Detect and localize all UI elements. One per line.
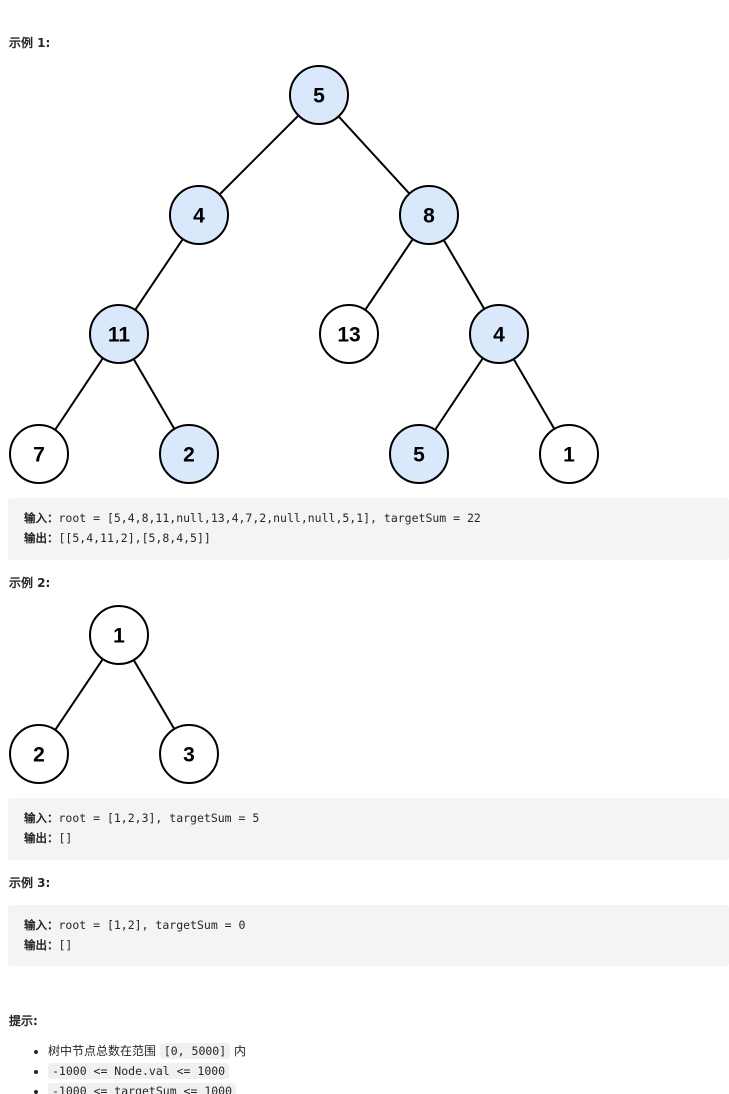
example-2-tree-node-circle (159, 724, 219, 784)
example-1-tree-edge (132, 358, 176, 430)
output-value: [[5,4,11,2],[5,8,4,5]] (58, 531, 211, 545)
example-1-tree-node: 8 (399, 185, 459, 245)
example-1-tree-node-label: 2 (183, 444, 195, 467)
example-2-tree-node-label: 3 (183, 744, 195, 767)
example-2-title: 示例 2: (9, 576, 51, 590)
example-2-tree-node-label: 1 (113, 625, 125, 648)
hint-code: -1000 <= Node.val <= 1000 (48, 1063, 230, 1079)
example-2-tree-node: 3 (159, 724, 219, 784)
example-2-tree-edge (132, 659, 176, 730)
output-label: 输出： (24, 938, 59, 952)
example-1-tree-node-circle (539, 424, 599, 484)
hint-text: 树中节点总数在范围 (48, 1044, 160, 1058)
example-1-tree-node: 11 (89, 304, 149, 364)
example-2-tree-edge (54, 658, 104, 731)
example-1-tree-edge (512, 358, 556, 430)
input-label: 输入： (24, 811, 59, 825)
example-1-tree-node-circle (469, 304, 529, 364)
example-1-tree-node: 5 (389, 424, 449, 484)
example-3-code-block: 输入：root = [1,2], targetSum = 0 输出：[] (8, 905, 729, 966)
example-1-tree-node-label: 4 (493, 324, 505, 347)
example-1-tree-edge (134, 238, 184, 311)
example-1-tree-node-label: 11 (108, 324, 131, 347)
hint-item-node-val: -1000 <= Node.val <= 1000 (48, 1061, 246, 1081)
example-1-tree-node-circle (159, 424, 219, 484)
example-2-tree-node-label: 2 (33, 744, 45, 767)
output-label: 输出： (24, 531, 59, 545)
example-1-output-line: 输出：[[5,4,11,2],[5,8,4,5]] (24, 528, 729, 548)
example-2-tree-node-circle (89, 605, 149, 665)
example-2-output-line: 输出：[] (24, 828, 729, 848)
input-value: root = [5,4,8,11,null,13,4,7,2,null,null… (58, 511, 481, 525)
input-label: 输入： (24, 918, 59, 932)
example-1-tree-node: 13 (319, 304, 379, 364)
example-1-tree-node-label: 4 (193, 205, 205, 228)
example-1-tree-edge (54, 357, 104, 431)
input-label: 输入： (24, 511, 59, 525)
example-3-title: 示例 3: (9, 876, 51, 890)
example-1-tree-node-circle (319, 304, 379, 364)
hint-code: -1000 <= targetSum <= 1000 (48, 1083, 237, 1094)
example-1-tree-node-label: 1 (563, 444, 575, 467)
example-3-output-line: 输出：[] (24, 935, 729, 955)
example-2-tree-node: 1 (89, 605, 149, 665)
example-1-input-line: 输入：root = [5,4,8,11,null,13,4,7,2,null,n… (24, 508, 729, 528)
hint-text: 内 (230, 1044, 246, 1058)
example-1-tree-node-label: 8 (423, 205, 435, 228)
hint-item-target-sum: -1000 <= targetSum <= 1000 (48, 1081, 246, 1094)
example-1-tree-node: 2 (159, 424, 219, 484)
hints-title: 提示: (9, 1014, 38, 1028)
example-2-tree-diagram: 1 2 3 (9, 605, 219, 784)
output-value: [] (58, 938, 73, 952)
example-1-tree-node: 5 (289, 65, 349, 125)
example-1-tree-edge (434, 357, 484, 431)
example-1-tree-node: 7 (9, 424, 69, 484)
example-1-title: 示例 1: (9, 36, 51, 50)
hints-list: 树中节点总数在范围 [0, 5000] 内 -1000 <= Node.val … (30, 1041, 246, 1094)
input-value: root = [1,2], targetSum = 0 (58, 918, 246, 932)
output-label: 输出： (24, 831, 59, 845)
example-1-tree-node-circle (89, 304, 149, 364)
example-1-tree-node-circle (289, 65, 349, 125)
example-1-tree-node: 4 (469, 304, 529, 364)
example-1-tree-node-label: 13 (337, 324, 360, 347)
example-1-tree-edge (442, 239, 486, 310)
example-1-tree-edge (337, 115, 411, 195)
example-2-input-line: 输入：root = [1,2,3], targetSum = 5 (24, 808, 729, 828)
example-1-code-block: 输入：root = [5,4,8,11,null,13,4,7,2,null,n… (8, 498, 729, 560)
example-1-tree-node-circle (169, 185, 229, 245)
hint-code: [0, 5000] (159, 1043, 231, 1059)
example-1-tree-node-label: 5 (313, 85, 325, 108)
example-1-tree-node: 1 (539, 424, 599, 484)
example-2-tree-node-circle (9, 724, 69, 784)
example-1-tree-node-circle (389, 424, 449, 484)
example-3-input-line: 输入：root = [1,2], targetSum = 0 (24, 915, 729, 935)
example-1-tree-node-circle (399, 185, 459, 245)
hint-item-node-count: 树中节点总数在范围 [0, 5000] 内 (48, 1041, 246, 1061)
example-1-tree-node-label: 7 (33, 444, 45, 467)
example-1-tree-node: 4 (169, 185, 229, 245)
example-1-tree-node-circle (9, 424, 69, 484)
output-value: [] (58, 831, 73, 845)
example-2-tree-node: 2 (9, 724, 69, 784)
input-value: root = [1,2,3], targetSum = 5 (58, 811, 260, 825)
example-1-tree-edge (364, 238, 414, 311)
example-1-tree-diagram: 5 4 8 11 13 4 7 2 5 1 (9, 65, 599, 484)
example-2-code-block: 输入：root = [1,2,3], targetSum = 5 输出：[] (8, 798, 729, 860)
example-1-tree-edge (218, 114, 300, 196)
example-1-tree-node-label: 5 (413, 444, 425, 467)
